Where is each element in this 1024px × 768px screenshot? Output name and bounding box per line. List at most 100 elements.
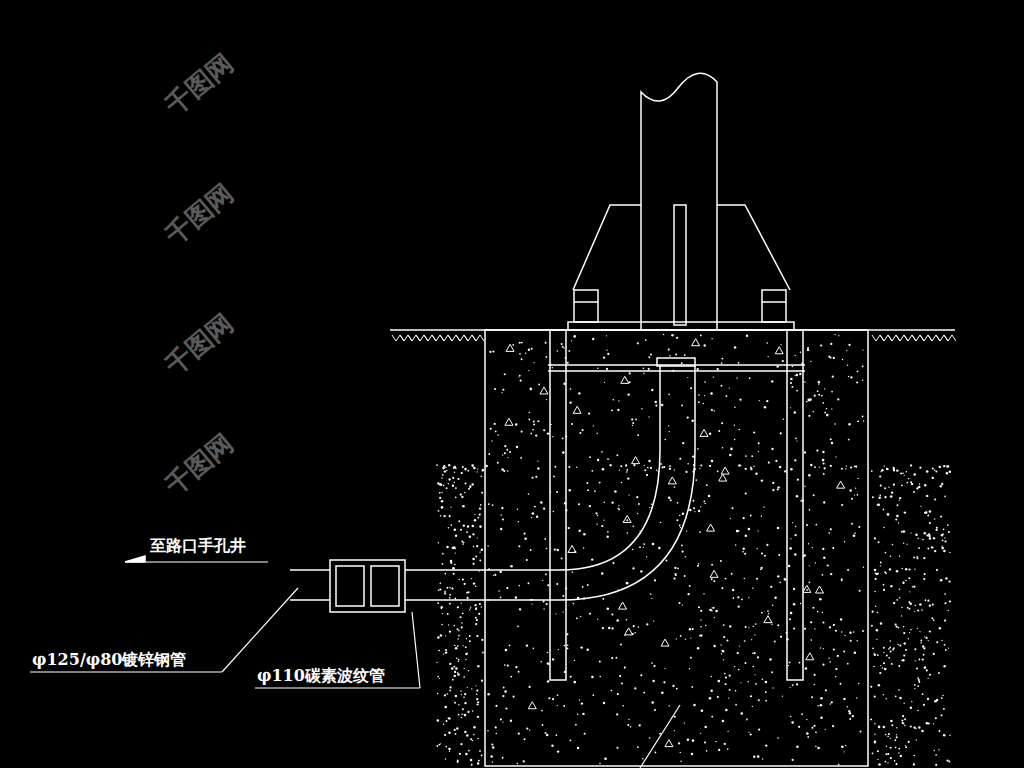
aggregate-dot bbox=[476, 545, 478, 547]
aggregate-dot bbox=[491, 440, 492, 441]
aggregate-dot bbox=[700, 610, 702, 612]
aggregate-dot bbox=[473, 726, 476, 729]
aggregate-dot bbox=[728, 697, 729, 698]
aggregate-dot bbox=[622, 705, 624, 707]
aggregate-dot bbox=[464, 702, 466, 704]
aggregate-dot bbox=[848, 710, 850, 712]
aggregate-dot bbox=[725, 578, 727, 580]
aggregate-dot bbox=[475, 556, 477, 558]
aggregate-stone bbox=[775, 347, 783, 354]
aggregate-dot bbox=[601, 451, 603, 453]
aggregate-dot bbox=[603, 702, 605, 704]
aggregate-dot bbox=[460, 529, 462, 531]
aggregate-dot bbox=[675, 574, 677, 576]
aggregate-dot bbox=[530, 388, 533, 391]
aggregate-dot bbox=[841, 631, 842, 632]
aggregate-dot bbox=[491, 743, 493, 745]
aggregate-dot bbox=[564, 645, 566, 647]
aggregate-dot bbox=[531, 517, 532, 518]
aggregate-dot bbox=[942, 540, 944, 542]
aggregate-dot bbox=[890, 747, 892, 749]
aggregate-dot bbox=[578, 529, 581, 532]
aggregate-dot bbox=[628, 494, 629, 495]
aggregate-dot bbox=[835, 676, 836, 677]
aggregate-dot bbox=[904, 725, 905, 726]
aggregate-dot bbox=[463, 676, 465, 678]
aggregate-dot bbox=[592, 694, 594, 696]
aggregate-dot bbox=[709, 433, 711, 435]
aggregate-dot bbox=[800, 500, 801, 501]
aggregate-dot bbox=[546, 734, 549, 737]
aggregate-dot bbox=[458, 579, 459, 580]
aggregate-dot bbox=[800, 603, 801, 604]
aggregate-dot bbox=[441, 492, 442, 493]
aggregate-dot bbox=[704, 381, 706, 383]
aggregate-dot bbox=[759, 400, 760, 401]
aggregate-dot bbox=[935, 754, 937, 756]
aggregate-dot bbox=[845, 468, 846, 469]
aggregate-dot bbox=[899, 697, 901, 699]
aggregate-dot bbox=[758, 699, 760, 701]
aggregate-dot bbox=[913, 763, 915, 765]
aggregate-dot bbox=[903, 654, 905, 656]
aggregate-dot bbox=[858, 526, 860, 528]
aggregate-dot bbox=[512, 344, 514, 346]
aggregate-dot bbox=[730, 518, 731, 519]
aggregate-dot bbox=[872, 496, 874, 498]
aggregate-dot bbox=[445, 720, 447, 722]
aggregate-dot bbox=[775, 460, 777, 462]
aggregate-dot bbox=[658, 547, 661, 550]
aggregate-dot bbox=[923, 704, 925, 706]
aggregate-dot bbox=[874, 569, 877, 572]
conduit-cap bbox=[657, 358, 695, 366]
aggregate-dot bbox=[479, 551, 480, 552]
aggregate-dot bbox=[547, 680, 549, 682]
aggregate-dot bbox=[661, 404, 663, 406]
aggregate-dot bbox=[618, 400, 619, 401]
aggregate-stone bbox=[764, 616, 772, 623]
aggregate-dot bbox=[879, 475, 881, 477]
aggregate-dot bbox=[744, 662, 746, 664]
aggregate-dot bbox=[823, 557, 825, 559]
aggregate-dot bbox=[464, 583, 466, 585]
aggregate-dot bbox=[929, 537, 932, 540]
aggregate-dot bbox=[450, 686, 452, 688]
aggregate-dot bbox=[532, 512, 535, 515]
aggregate-dot bbox=[862, 380, 863, 381]
aggregate-dot bbox=[455, 497, 457, 499]
aggregate-dot bbox=[857, 478, 858, 479]
aggregate-dot bbox=[883, 694, 884, 695]
aggregate-dot bbox=[492, 504, 494, 506]
aggregate-dot bbox=[903, 530, 906, 533]
aggregate-dot bbox=[926, 535, 928, 537]
aggregate-dot bbox=[931, 617, 933, 619]
aggregate-dot bbox=[765, 681, 768, 684]
aggregate-dot bbox=[684, 354, 686, 356]
aggregate-dot bbox=[820, 704, 823, 707]
aggregate-dot bbox=[632, 425, 633, 426]
aggregate-dot bbox=[874, 654, 876, 656]
aggregate-dot bbox=[502, 454, 503, 455]
aggregate-dot bbox=[935, 529, 937, 531]
aggregate-dot bbox=[883, 652, 884, 653]
aggregate-dot bbox=[752, 706, 753, 707]
aggregate-stone bbox=[700, 429, 708, 436]
aggregate-dot bbox=[917, 685, 919, 687]
ground-hatch bbox=[392, 335, 956, 341]
aggregate-dot bbox=[921, 730, 924, 733]
aggregate-dot bbox=[700, 634, 702, 636]
aggregate-dot bbox=[934, 470, 936, 472]
aggregate-dot bbox=[941, 547, 944, 550]
aggregate-dot bbox=[668, 394, 670, 396]
aggregate-dot bbox=[878, 763, 881, 766]
aggregate-dot bbox=[711, 676, 712, 677]
aggregate-dot bbox=[462, 505, 465, 508]
aggregate-dot bbox=[916, 668, 918, 670]
aggregate-dot bbox=[684, 575, 686, 577]
aggregate-dot bbox=[633, 625, 635, 627]
aggregate-dot bbox=[456, 658, 458, 660]
aggregate-dot bbox=[671, 334, 673, 336]
aggregate-dot bbox=[472, 533, 474, 535]
aggregate-stone bbox=[568, 545, 576, 552]
aggregate-dot bbox=[754, 674, 755, 675]
